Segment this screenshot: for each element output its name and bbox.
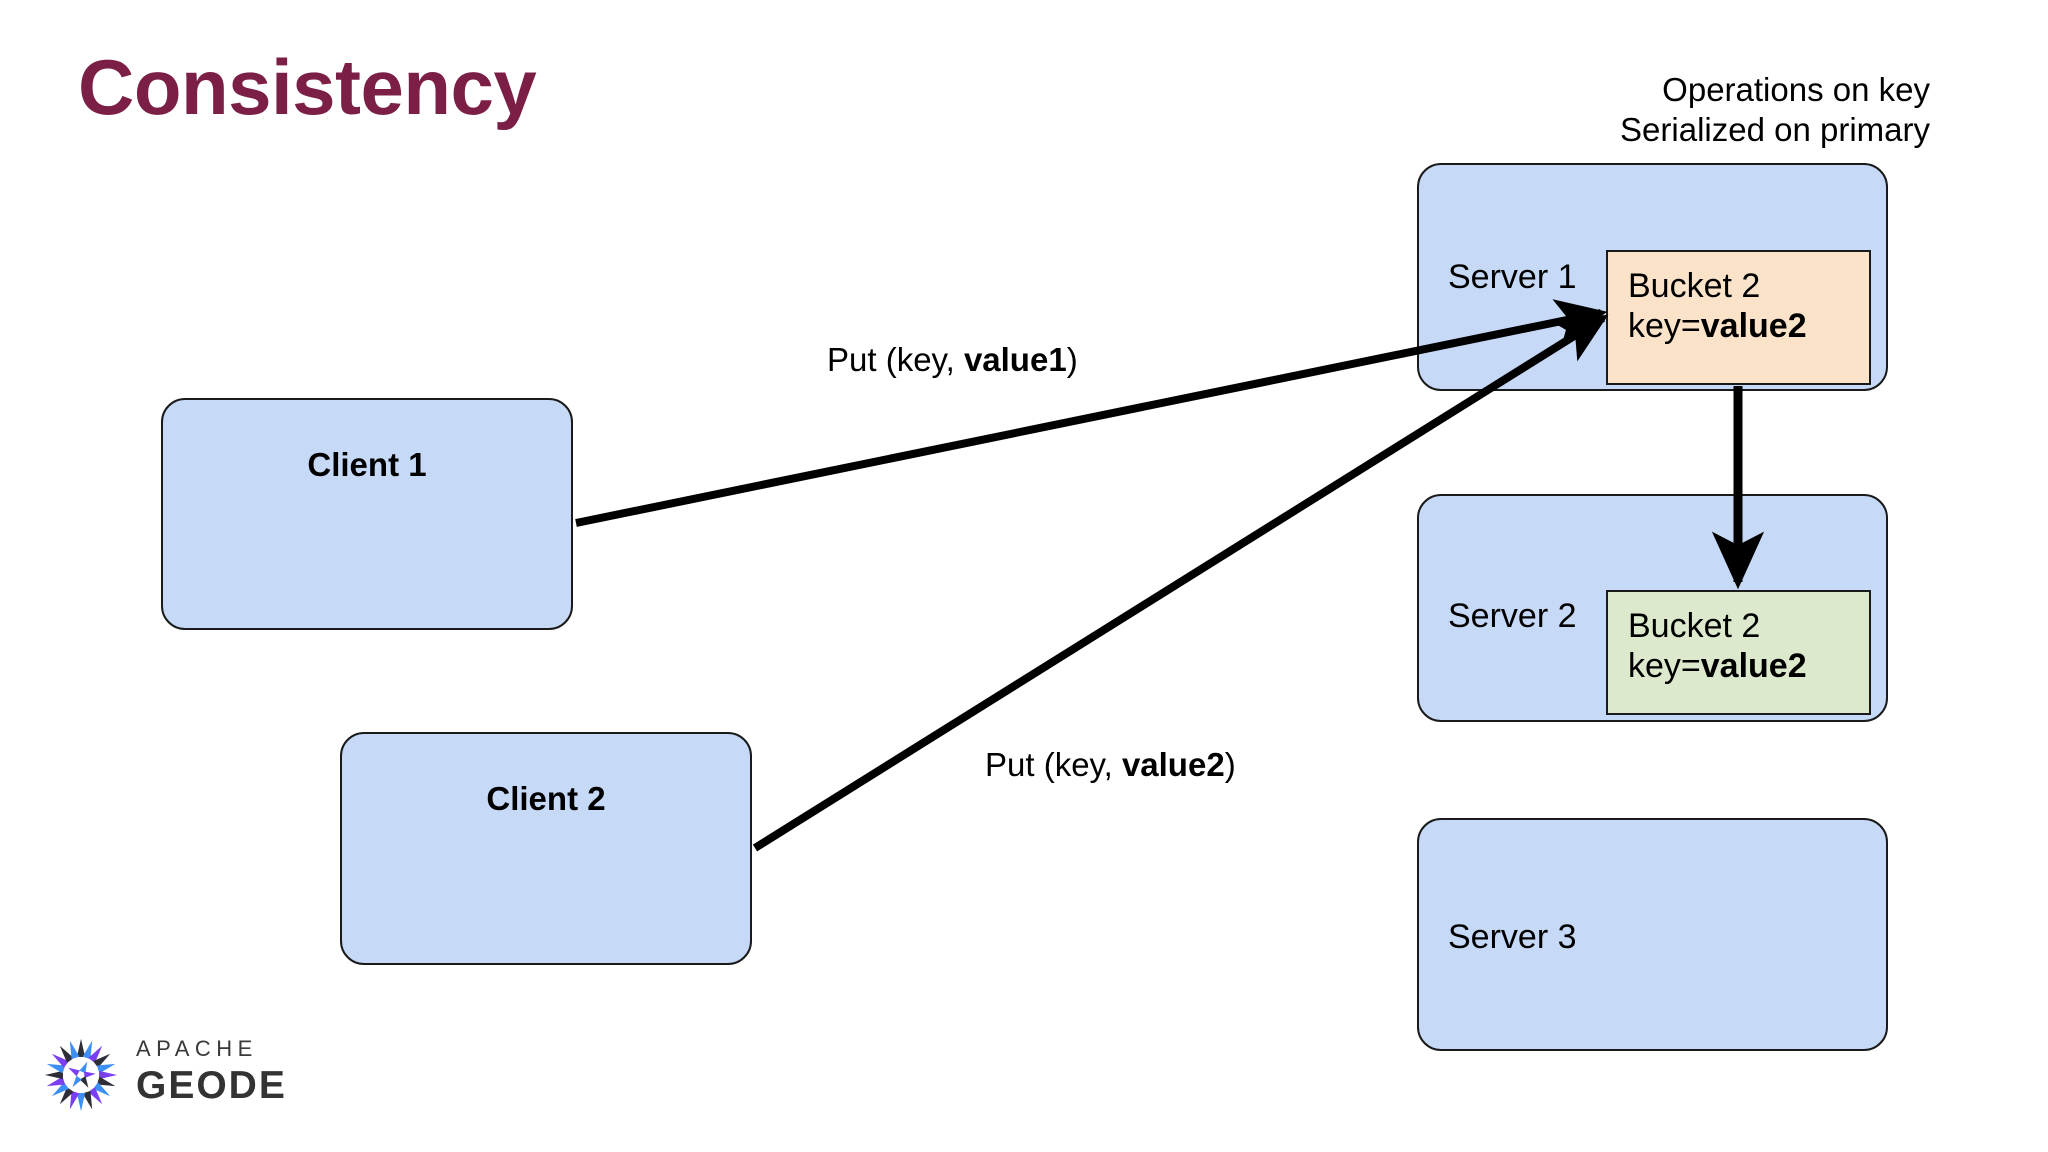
- server-1-bucket-entry: key=value2: [1628, 306, 1869, 346]
- server-1-bucket-entry-key: key=: [1628, 307, 1701, 346]
- put-value1-bold: value1: [963, 341, 1067, 378]
- put-value2-bold: value2: [1121, 746, 1225, 783]
- geode-wordmark: APACHE GEODE: [136, 1036, 287, 1107]
- client-2-box[interactable]: Client 2: [340, 732, 752, 965]
- server-2-bucket-box[interactable]: Bucket 2 key=value2: [1606, 590, 1871, 715]
- put-value2-prefix: Put (key,: [985, 746, 1122, 783]
- logo-word-apache: APACHE: [136, 1036, 258, 1061]
- put-value1-prefix: Put (key,: [827, 341, 964, 378]
- put-value2-label: Put (key, value2): [985, 745, 1236, 785]
- server-1-bucket-entry-value: value2: [1700, 307, 1807, 346]
- server-3-label-text: Server 3: [1448, 918, 1577, 956]
- server-1-bucket-box[interactable]: Bucket 2 key=value2: [1606, 250, 1871, 385]
- put-value2-suffix: ): [1224, 746, 1236, 783]
- client-2-label: Client 2: [486, 780, 606, 817]
- geode-burst-icon: [44, 1038, 118, 1112]
- client-1-box[interactable]: Client 1: [161, 398, 573, 630]
- client-1-label: Client 1: [307, 446, 427, 483]
- primary-note-line-2: Serialized on primary: [1620, 110, 1930, 148]
- server-2-bucket-entry-key: key=: [1628, 647, 1701, 686]
- apache-geode-logo: APACHE GEODE: [40, 1032, 320, 1118]
- server-2-bucket-entry: key=value2: [1628, 646, 1869, 686]
- server-3-box[interactable]: [1417, 818, 1888, 1051]
- primary-note-line-1: Operations on key: [1662, 71, 1930, 108]
- server-2-label-text: Server 2: [1448, 597, 1577, 635]
- put-value1-suffix: ): [1066, 341, 1078, 378]
- server-2-bucket-entry-value: value2: [1700, 647, 1807, 686]
- server-1-label-text: Server 1: [1448, 258, 1577, 296]
- primary-serialization-note: Operations on key Serialized on primary: [1300, 70, 1930, 149]
- logo-word-geode: GEODE: [136, 1064, 287, 1107]
- put-value1-label: Put (key, value1): [827, 340, 1078, 380]
- page-title: Consistency: [78, 43, 537, 131]
- server-1-bucket-title: Bucket 2: [1628, 267, 1761, 305]
- server-2-bucket-title: Bucket 2: [1628, 607, 1761, 645]
